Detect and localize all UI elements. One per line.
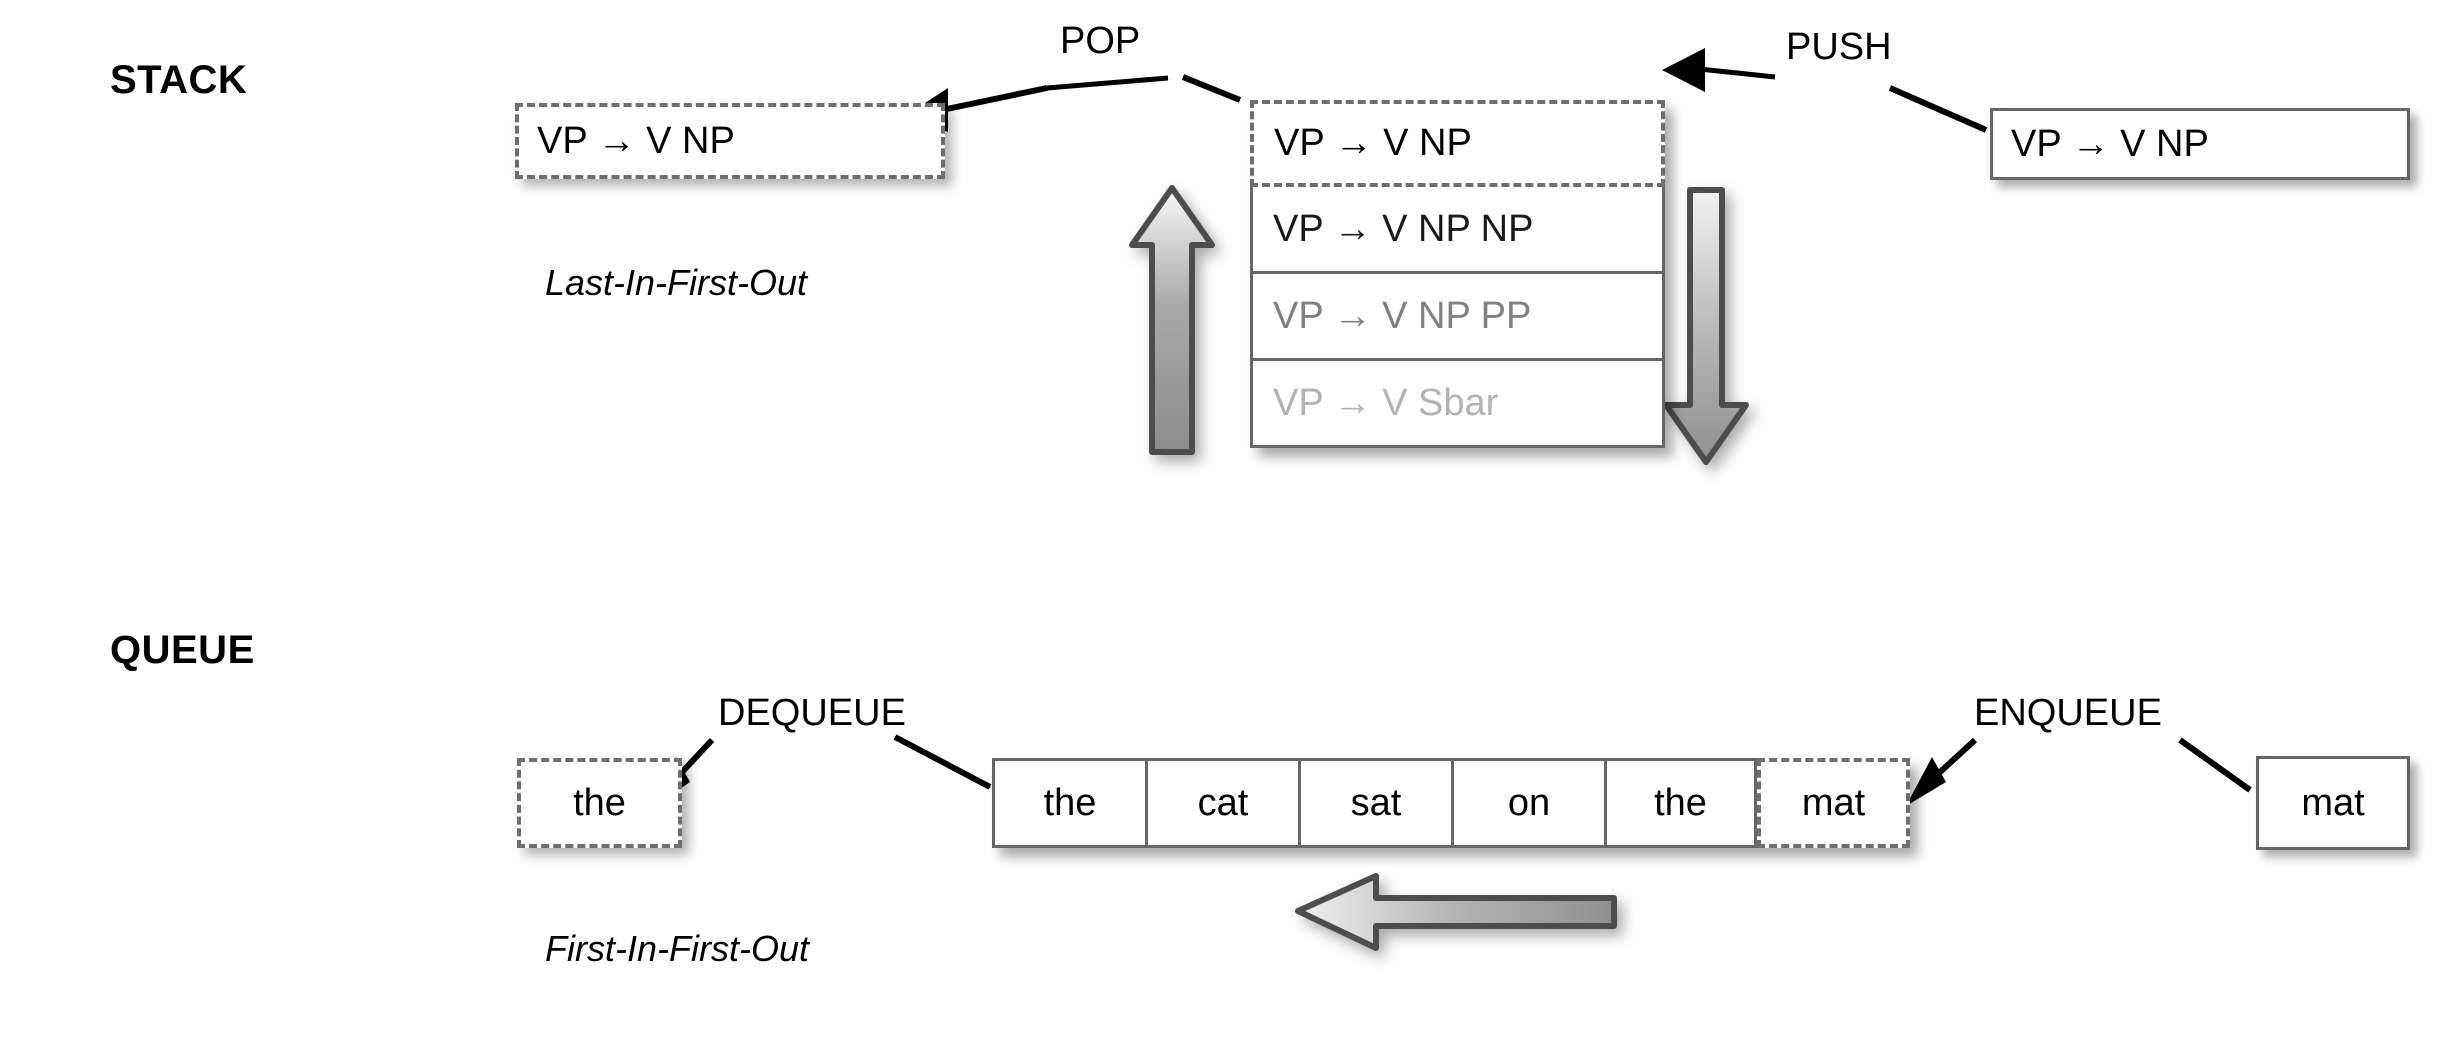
stack-row: VP → V NP (1250, 100, 1665, 187)
push-connector (1662, 48, 1776, 92)
queue-cell: the (992, 758, 1145, 848)
stack-row: VP → V Sbar (1250, 361, 1665, 448)
stack-row: VP → V NP PP (1250, 274, 1665, 361)
push-direction-arrow (1663, 187, 1749, 465)
queue-flow-arrow (1295, 873, 1617, 951)
stack-row: VP → V NP NP (1250, 187, 1665, 274)
dequeued-item-text: the (573, 781, 626, 824)
popped-item-box: VP → V NP (515, 103, 945, 179)
push-label: PUSH (1786, 26, 1892, 68)
queue-section-title: QUEUE (110, 628, 255, 672)
popped-item-text: VP → V NP (537, 119, 735, 162)
push-source-connector (1888, 85, 1988, 133)
queue-cell-enqueued: mat (1757, 758, 1910, 848)
enqueue-source-text: mat (2301, 781, 2365, 824)
push-source-text: VP → V NP (2011, 122, 2209, 165)
queue-cell: the (1604, 758, 1757, 848)
enqueue-source-connector (2178, 737, 2252, 793)
dequeue-label: DEQUEUE (718, 692, 906, 734)
stack-caption: Last-In-First-Out (545, 262, 808, 303)
stack-container: VP → V NP VP → V NP NP VP → V NP PP VP →… (1250, 100, 1665, 448)
dequeue-source-connector (893, 734, 992, 790)
stack-section-title: STACK (110, 58, 248, 102)
dequeued-item-box: the (517, 758, 682, 848)
enqueue-label: ENQUEUE (1974, 692, 2162, 734)
queue-cell: sat (1298, 758, 1451, 848)
push-source-box: VP → V NP (1990, 108, 2410, 180)
queue-cell: cat (1145, 758, 1298, 848)
pop-source-connector (1181, 74, 1242, 103)
queue-cell: on (1451, 758, 1604, 848)
enqueue-connector (1906, 737, 1978, 806)
pop-label: POP (1060, 20, 1141, 62)
queue-container: the cat sat on the mat (992, 758, 1910, 848)
pop-direction-arrow (1129, 185, 1215, 455)
enqueue-source-box: mat (2256, 756, 2410, 850)
queue-caption: First-In-First-Out (545, 928, 809, 969)
